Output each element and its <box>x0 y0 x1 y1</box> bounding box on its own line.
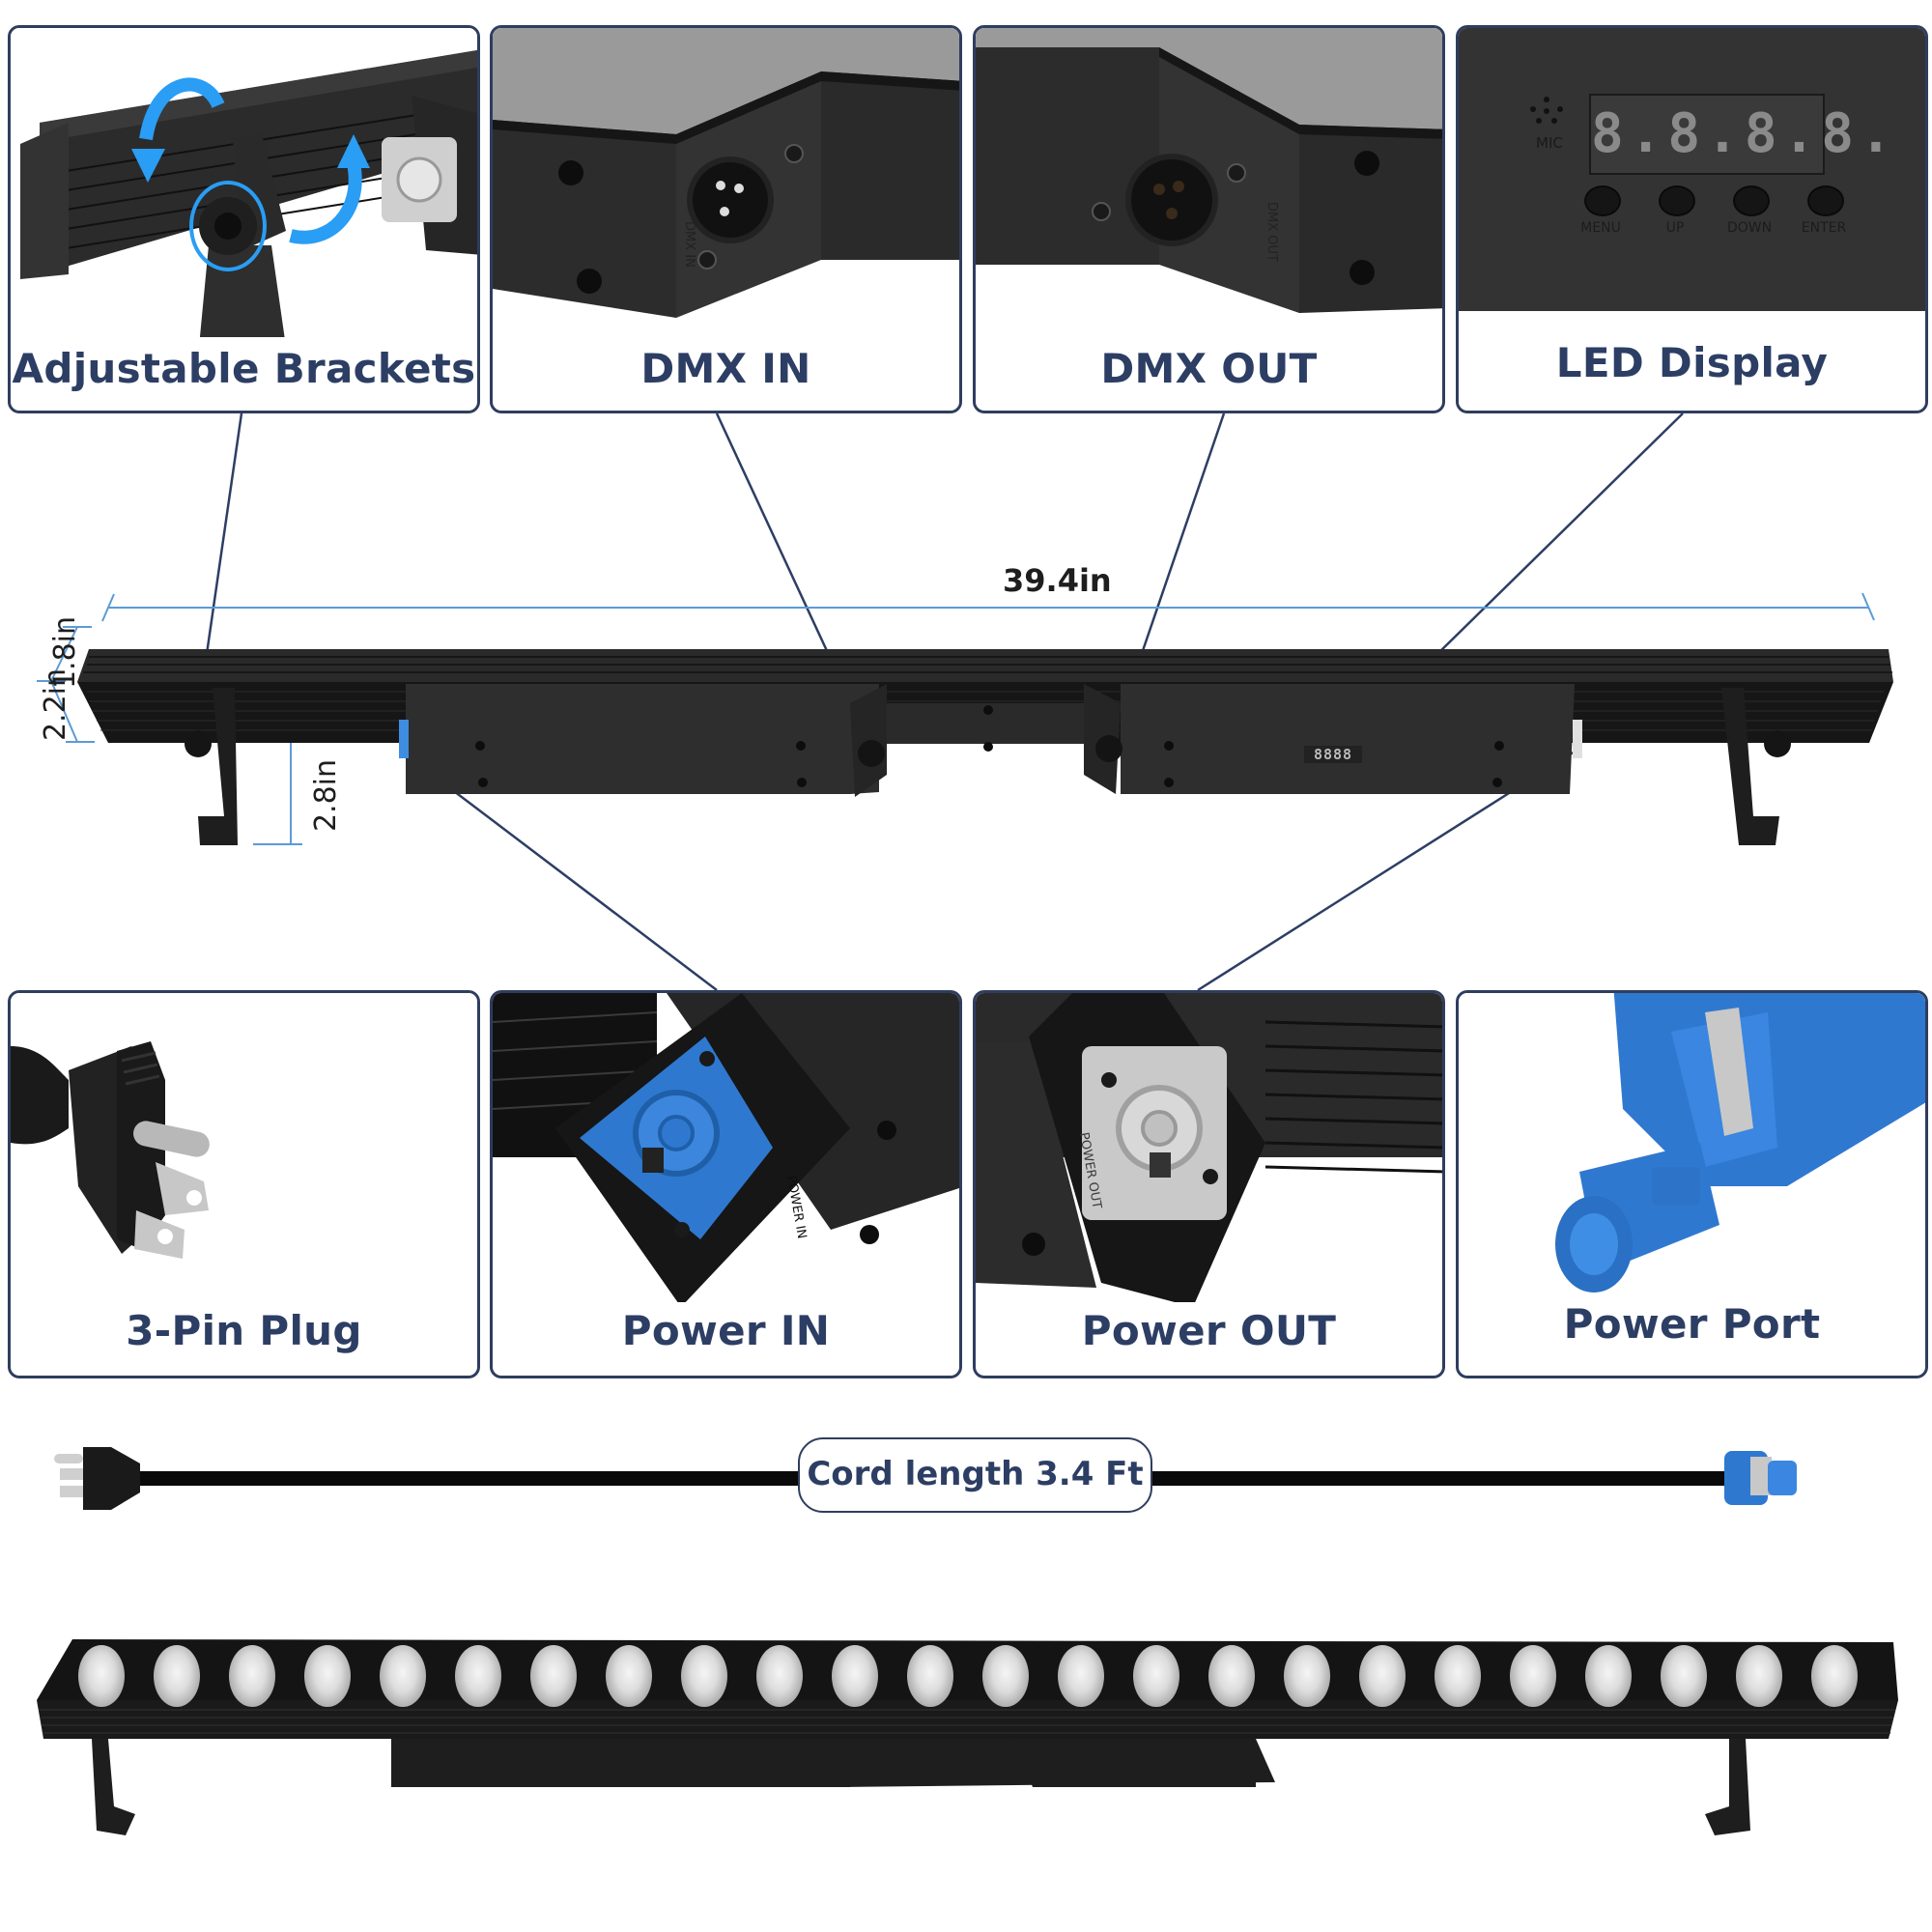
button-label-down: DOWN <box>1726 220 1773 236</box>
panel-label: Power OUT <box>1081 1307 1337 1354</box>
panel-3-pin-plug: 3-Pin Plug <box>8 990 480 1378</box>
display-buttons: MENU UP DOWN ENTER <box>1570 185 1860 243</box>
cord-length-label: Cord length 3.4 Ft <box>807 1455 1144 1493</box>
button-label-enter: ENTER <box>1801 220 1847 236</box>
led-lens <box>1510 1645 1556 1707</box>
led-lens <box>229 1645 275 1707</box>
dmx-out-engraving: DMX OUT <box>1264 202 1279 262</box>
xlr-female-connector-icon: DMX OUT <box>976 28 1442 337</box>
mic-label: MIC <box>1536 134 1563 152</box>
panel-label: LED Display <box>1555 339 1829 386</box>
mini-led-display: 8888 <box>1304 746 1362 763</box>
button-label-menu: MENU <box>1580 220 1621 236</box>
led-lens <box>681 1645 727 1707</box>
led-lens <box>982 1645 1029 1707</box>
led-lens <box>606 1645 652 1707</box>
led-lens <box>1359 1645 1406 1707</box>
led-lens <box>1208 1645 1255 1707</box>
mic-icon <box>1528 97 1567 126</box>
panel-led-display: MIC 8.8.8.8. MENU UP DOWN ENTER LED Disp… <box>1456 25 1928 413</box>
led-lens <box>1284 1645 1330 1707</box>
seven-segment-display: 8.8.8.8. <box>1589 94 1892 175</box>
up-button[interactable] <box>1659 185 1695 216</box>
led-lens <box>832 1645 878 1707</box>
led-array <box>39 1642 1893 1710</box>
cord-length-badge: Cord length 3.4 Ft <box>798 1437 1152 1513</box>
panel-dmx-in: DMX IN DMX IN <box>490 25 962 413</box>
panel-power-in: POWER IN Power IN <box>490 990 962 1378</box>
panel-label: Adjustable Brackets <box>12 345 476 392</box>
led-lens <box>756 1645 803 1707</box>
us-plug-icon <box>11 993 477 1302</box>
bracket-height-dimension-label: 2.8in <box>309 758 344 833</box>
panel-dmx-out: DMX OUT DMX OUT <box>973 25 1445 413</box>
powercon-plug-end-icon <box>1724 1451 1797 1505</box>
panel-label: 3-Pin Plug <box>126 1307 362 1354</box>
led-lens <box>907 1645 953 1707</box>
led-lens <box>304 1645 351 1707</box>
height-dimension-label: 2.2in <box>39 668 73 742</box>
led-lens <box>380 1645 426 1707</box>
panel-label: Power Port <box>1563 1300 1821 1348</box>
length-dimension-label: 39.4in <box>1003 562 1112 599</box>
led-lens <box>1736 1645 1782 1707</box>
powercon-grey-socket-icon: POWER OUT <box>976 993 1442 1302</box>
powercon-blue-socket-icon: POWER IN <box>493 993 959 1302</box>
panel-adjustable-brackets: Adjustable Brackets <box>8 25 480 413</box>
enter-button[interactable] <box>1807 185 1844 216</box>
menu-button[interactable] <box>1584 185 1621 216</box>
bracket-rotation-icon <box>11 28 477 337</box>
xlr-male-connector-icon: DMX IN <box>493 28 959 337</box>
led-lens <box>1661 1645 1707 1707</box>
led-lens <box>78 1645 125 1707</box>
panel-label: Power IN <box>621 1307 831 1354</box>
led-lens <box>154 1645 200 1707</box>
led-lens <box>1811 1645 1858 1707</box>
button-label-up: UP <box>1665 220 1685 236</box>
led-display-icon: MIC 8.8.8.8. MENU UP DOWN ENTER <box>1459 28 1925 311</box>
led-lens <box>455 1645 501 1707</box>
led-lens <box>1435 1645 1481 1707</box>
panel-label: DMX IN <box>640 345 811 392</box>
us-plug-end-icon <box>54 1447 140 1510</box>
led-lens <box>1058 1645 1104 1707</box>
dmx-in-engraving: DMX IN <box>682 221 696 268</box>
led-lens <box>1585 1645 1632 1707</box>
panel-power-out: POWER OUT Power OUT <box>973 990 1445 1378</box>
down-button[interactable] <box>1733 185 1770 216</box>
panel-label: DMX OUT <box>1100 345 1318 392</box>
led-lens <box>1133 1645 1179 1707</box>
powercon-plug-icon <box>1459 993 1925 1302</box>
led-lens <box>530 1645 577 1707</box>
panel-power-port: Power Port <box>1456 990 1928 1378</box>
